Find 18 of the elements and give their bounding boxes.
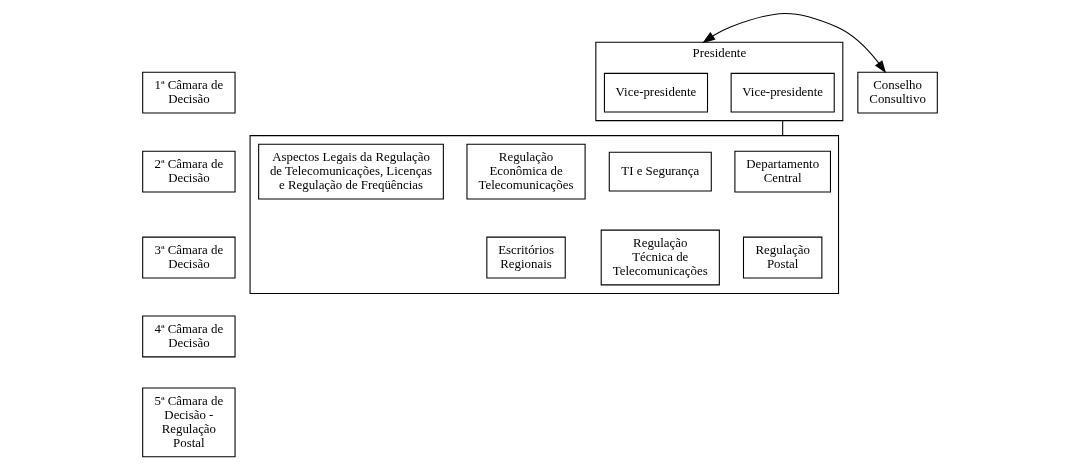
node-box: Conselho Consultivo [857, 71, 938, 114]
arrow [702, 12, 887, 73]
node-box: Escritórios Regionais [486, 236, 566, 278]
node-box: Vice-presidente [603, 72, 709, 113]
node-box: Regulação Econômica de Telecomunicações [466, 143, 586, 200]
node-box: Regulação Técnica de Telecomunicações [600, 229, 720, 285]
cluster [249, 134, 840, 294]
connector [782, 119, 784, 136]
node-box: Departamento Central [734, 150, 831, 193]
node-box: Vice-presidente [730, 72, 835, 113]
node-box: 3ª Câmara de Decisão [142, 236, 236, 278]
node-box: 1ª Câmara de Decisão [142, 71, 236, 114]
node-box: TI e Segurança [608, 151, 712, 191]
node-box: Aspectos Legais da Regulação de Telecomunicações, Licenças e Regulação de Freqüências [258, 143, 444, 200]
node-box: 5ª Câmara de Decisão - Regulação Postal [142, 386, 236, 457]
node-box: 2ª Câmara de Decisão [142, 150, 236, 193]
node-box: 4ª Câmara de Decisão [142, 315, 236, 357]
node-box: Regulação Postal [742, 236, 823, 278]
